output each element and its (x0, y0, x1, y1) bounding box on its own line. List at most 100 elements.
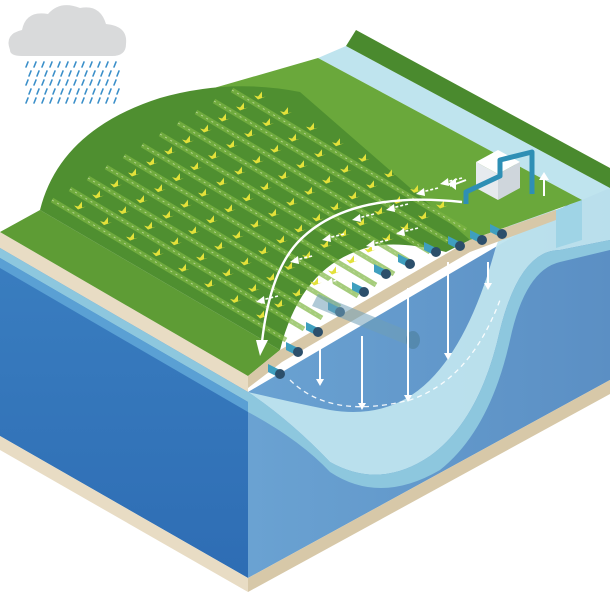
crop-plant-icon (374, 206, 386, 215)
rain-drop (108, 70, 112, 77)
rain-drop (89, 61, 93, 68)
rain-drop (60, 70, 64, 77)
crop-plant-icon (74, 201, 86, 210)
drain-pipe-cutaway (312, 294, 420, 349)
crop-plant-icon (310, 277, 322, 286)
rain-drop (113, 97, 117, 104)
rain-drop (33, 61, 37, 68)
down-arrow-icon (404, 288, 412, 402)
rain-drop (36, 88, 40, 95)
crop-row (194, 109, 432, 255)
rain-drop (65, 97, 69, 104)
infiltration-arrows (316, 262, 492, 410)
rain-drop (49, 79, 53, 86)
crop-plant-icon (200, 124, 212, 133)
crop-plant-icon (162, 210, 174, 219)
rain-drop (65, 61, 69, 68)
crop-plant-icon (236, 102, 248, 111)
crop-plant-icon (304, 186, 316, 195)
left-arrow-icon (352, 213, 375, 222)
crop-plant-icon (144, 221, 156, 230)
crop-plant-icon (190, 162, 202, 171)
crop-plant-icon (288, 133, 300, 142)
drain-pipe-icon (306, 322, 323, 337)
crop-plant-icon (436, 200, 448, 209)
rain-drop (52, 88, 56, 95)
drainage-arrows (256, 177, 463, 304)
crop-plant-icon (164, 146, 176, 155)
rain-drop (49, 61, 53, 68)
crop-plant-icon (170, 237, 182, 246)
crop-row (158, 131, 396, 277)
field-surface (0, 58, 582, 388)
rain-drop (116, 70, 120, 77)
rain-drop (105, 79, 109, 86)
rain-drop (76, 70, 80, 77)
crop-plant-icon (126, 232, 138, 241)
rain-drop (28, 88, 32, 95)
cross-section-face (248, 180, 610, 592)
crop-plant-icon (410, 184, 422, 193)
rain-drop (57, 79, 61, 86)
rain-drop (60, 88, 64, 95)
crop-row (176, 120, 414, 266)
left-side-face (0, 232, 248, 592)
crop-plant-icon (278, 171, 290, 180)
crop-plant-icon (262, 118, 274, 127)
rain-drop (41, 97, 45, 104)
rain-drop (113, 79, 117, 86)
crop-plant-icon (136, 195, 148, 204)
rain-drop (76, 88, 80, 95)
rain-drop (44, 70, 48, 77)
crop-plant-icon (384, 169, 396, 178)
crop-plant-icon (172, 173, 184, 182)
rain-drop (84, 70, 88, 77)
rain-drop (33, 97, 37, 104)
crop-rows (50, 87, 468, 343)
crop-plant-icon (268, 208, 280, 217)
crop-plant-icon (224, 204, 236, 213)
crop-plant-icon (154, 184, 166, 193)
crop-plant-icon (216, 177, 228, 186)
crop-plant-icon (418, 211, 430, 220)
crop-plant-icon (240, 257, 252, 266)
crop-plant-icon (92, 190, 104, 199)
drain-pipe-icon (374, 264, 391, 279)
left-arrow-icon (322, 233, 345, 242)
rain-drop (25, 61, 29, 68)
drain-pipe-icon (470, 230, 487, 245)
crop-plant-icon (178, 263, 190, 272)
rain-drop (41, 61, 45, 68)
left-arrow-icon (396, 227, 419, 236)
crop-plant-icon (270, 144, 282, 153)
rain-drop (108, 88, 112, 95)
rain-drop (41, 79, 45, 86)
crop-row (140, 142, 378, 288)
crop-plant-icon (312, 213, 324, 222)
down-arrow-icon (444, 262, 452, 360)
crop-row (212, 98, 450, 244)
crop-plant-icon (242, 193, 254, 202)
rain-drop (25, 79, 29, 86)
crop-plant-icon (252, 155, 264, 164)
left-arrow-icon (386, 203, 409, 212)
drain-pipe-icon (424, 242, 441, 257)
crop-plant-icon (254, 91, 266, 100)
rain-drop (57, 61, 61, 68)
crop-plant-icon (348, 191, 360, 200)
crop-plant-icon (328, 266, 340, 275)
crop-plant-icon (260, 182, 272, 191)
crop-plant-icon (284, 261, 296, 270)
water-channel (318, 30, 610, 248)
crop-plant-icon (400, 222, 412, 231)
down-arrow-icon (484, 262, 492, 290)
crop-row (86, 175, 324, 321)
crop-plant-icon (248, 283, 260, 292)
rain-drop (73, 79, 77, 86)
crop-plant-icon (128, 168, 140, 177)
left-arrow-icon (366, 239, 389, 248)
crop-plant-icon (280, 107, 292, 116)
pump-house-icon (448, 149, 549, 204)
